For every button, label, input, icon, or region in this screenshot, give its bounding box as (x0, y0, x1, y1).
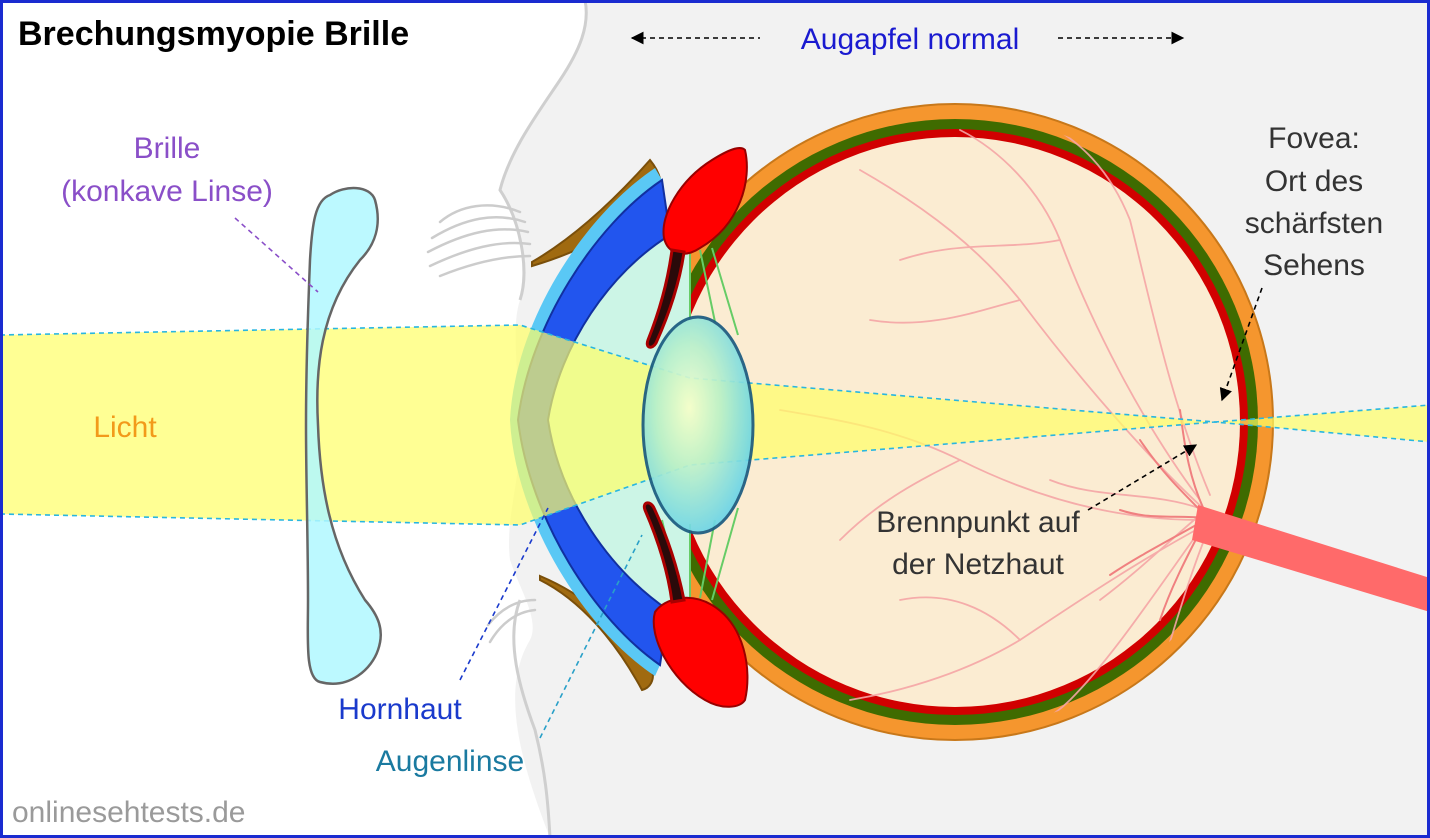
lens-label: Augenlinse (376, 745, 524, 778)
fovea-label-line2: Ort des (1265, 165, 1363, 198)
cornea-outer-layer (510, 168, 662, 676)
cornea-label: Hornhaut (338, 693, 462, 726)
crystalline-lens (641, 315, 755, 535)
leader-lines (234, 217, 1263, 739)
concave-spectacle-lens (304, 186, 382, 685)
light-beam-edges (0, 324, 1430, 526)
focal-point-label-line1: Brennpunkt auf (876, 506, 1080, 539)
optic-nerve (1192, 505, 1430, 612)
iris-bottom (642, 501, 686, 604)
light-label: Licht (93, 411, 157, 444)
focal-point-label-line2: der Netzhaut (892, 548, 1064, 581)
cheek-profile-line (512, 599, 552, 838)
eyeball-label: Augapfel normal (801, 23, 1019, 56)
watermark: onlinesehtests.de (12, 796, 246, 829)
eyelashes-bottom (486, 598, 537, 644)
fovea-label-line3: schärfsten (1245, 207, 1383, 240)
glasses-label-line2: (konkave Linse) (61, 175, 273, 208)
page-title: Brechungsmyopie Brille (18, 15, 409, 53)
fovea-label-line1: Fovea: (1268, 122, 1360, 155)
iris-top (645, 248, 686, 349)
face-profile-line (498, 0, 588, 301)
eyelashes-top (426, 204, 532, 278)
ciliary-body-bottom (652, 596, 749, 708)
ciliary-body-top (662, 147, 748, 255)
glasses-label-line1: Brille (134, 132, 201, 165)
fovea-label-line4: Sehens (1263, 249, 1365, 282)
